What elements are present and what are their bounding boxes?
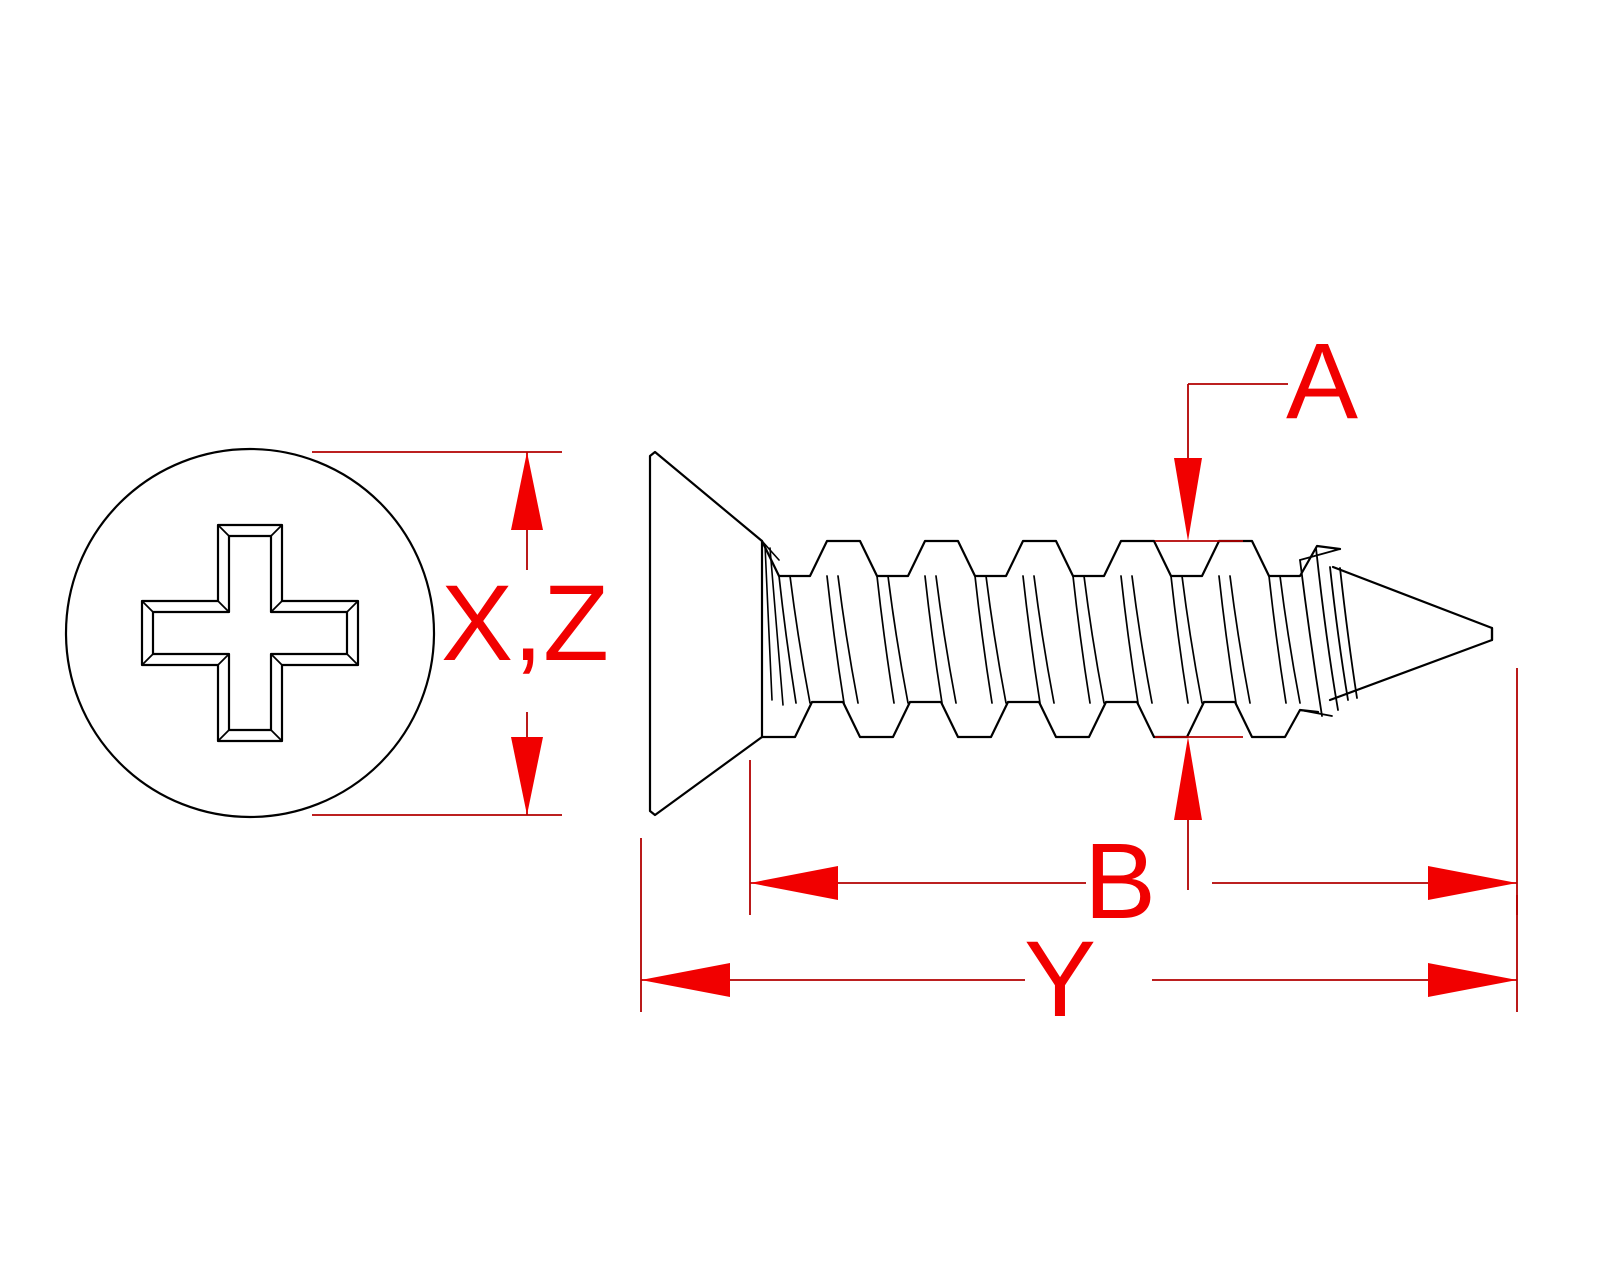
b-arrowhead-left [750,866,838,900]
y-arrowhead-left [641,963,730,997]
dimension-label-xz: X,Z [441,562,609,683]
a-arrowhead-down [1174,458,1202,541]
head-outline-circle [64,447,436,819]
thread-flank-curves [778,575,1301,704]
screw-side-view [648,450,1494,817]
dimension-label-a: A [1286,320,1358,441]
xz-arrowhead-up [511,452,543,530]
head-top-view [64,447,436,819]
dimension-a [1155,383,1288,890]
thread-runout [1299,547,1358,717]
dimension-label-y: Y [1024,918,1096,1039]
phillips-cross-bevel-lines [141,524,359,742]
dimension-label-b: B [1084,820,1156,941]
b-arrowhead-right [1428,866,1517,900]
head-chamfer-lines [761,540,784,706]
y-arrowhead-right [1428,963,1517,997]
thread-upper-profile [760,539,1342,578]
xz-arrowhead-down [511,737,543,815]
thread-lower-profile [760,700,1320,739]
a-arrowhead-up [1174,737,1202,820]
